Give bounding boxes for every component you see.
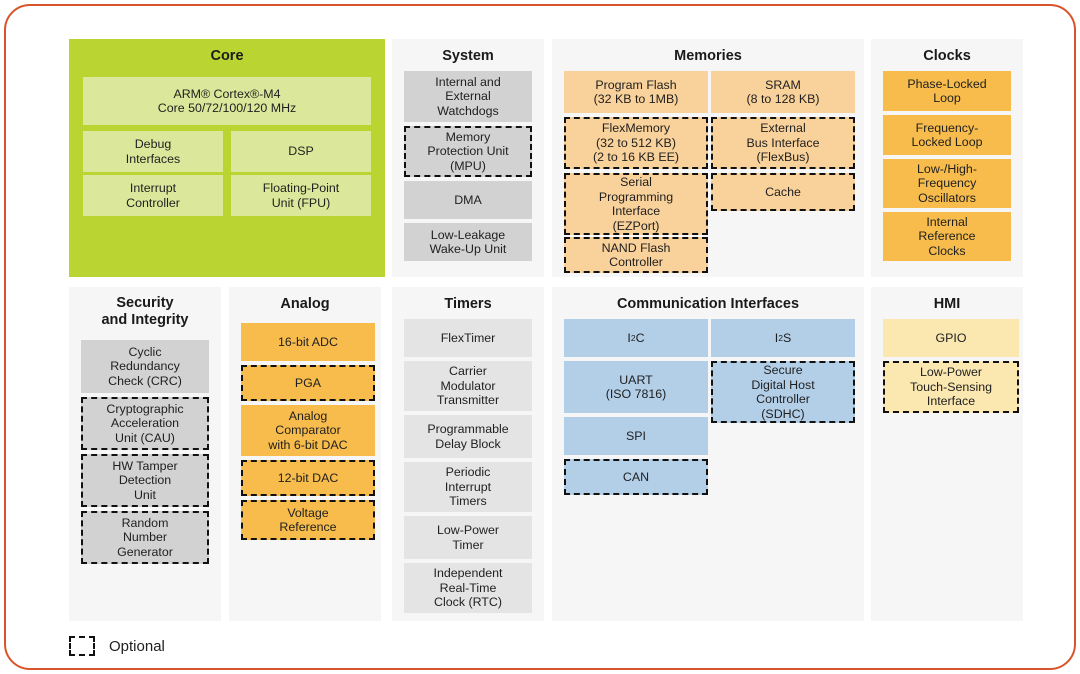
- clocks-block-internal-reference-clocks: Internal Reference Clocks: [883, 212, 1011, 261]
- core-block-debug-interfaces: Debug Interfaces: [83, 131, 223, 172]
- timers-block-flextimer: FlexTimer: [404, 319, 532, 357]
- analog-block-pga: PGA: [241, 365, 375, 401]
- memories-block-sram: SRAM (8 to 128 KB): [711, 71, 855, 113]
- analog-block-12-bit-dac: 12-bit DAC: [241, 460, 375, 496]
- core-block-arm-cortex-m4: ARM® Cortex®-M4 Core 50/72/100/120 MHz: [83, 77, 371, 125]
- timers-block-low-power-timer: Low-Power Timer: [404, 516, 532, 559]
- panel-analog: Analog 16-bit ADC PGA Analog Comparator …: [229, 287, 381, 621]
- memories-block-serial-programming-interface: Serial Programming Interface (EZPort): [564, 173, 708, 235]
- clocks-block-phase-locked-loop: Phase-Locked Loop: [883, 71, 1011, 111]
- panel-hmi: HMI GPIO Low-Power Touch-Sensing Interfa…: [871, 287, 1023, 621]
- analog-block-voltage-reference: Voltage Reference: [241, 500, 375, 540]
- legend-optional-label: Optional: [109, 637, 165, 655]
- block-diagram: Core ARM® Cortex®-M4 Core 50/72/100/120 …: [65, 35, 1023, 625]
- memories-block-program-flash: Program Flash (32 KB to 1MB): [564, 71, 708, 113]
- security-block-random-number-generator: Random Number Generator: [81, 511, 209, 564]
- clocks-block-frequency-locked-loop: Frequency- Locked Loop: [883, 115, 1011, 155]
- legend: Optional: [69, 636, 165, 656]
- core-block-interrupt-controller: Interrupt Controller: [83, 175, 223, 216]
- core-block-floating-point-unit: Floating-Point Unit (FPU): [231, 175, 371, 216]
- analog-block-analog-comparator: Analog Comparator with 6-bit DAC: [241, 405, 375, 456]
- memories-block-cache: Cache: [711, 173, 855, 211]
- panel-system: System Internal and External Watchdogs M…: [392, 39, 544, 277]
- comms-block-uart: UART (ISO 7816): [564, 361, 708, 413]
- panel-security-and-integrity: Security and Integrity Cyclic Redundancy…: [69, 287, 221, 621]
- timers-block-programmable-delay-block: Programmable Delay Block: [404, 415, 532, 458]
- panel-memories-title: Memories: [674, 48, 742, 64]
- comms-block-can: CAN: [564, 459, 708, 495]
- security-block-hw-tamper-detection-unit: HW Tamper Detection Unit: [81, 454, 209, 507]
- memories-block-external-bus-interface: External Bus Interface (FlexBus): [711, 117, 855, 169]
- security-block-crc: Cyclic Redundancy Check (CRC): [81, 340, 209, 393]
- security-block-cau: Cryptographic Acceleration Unit (CAU): [81, 397, 209, 450]
- comms-block-spi: SPI: [564, 417, 708, 455]
- memories-block-nand-flash-controller: NAND Flash Controller: [564, 237, 708, 273]
- analog-block-16-bit-adc: 16-bit ADC: [241, 323, 375, 361]
- panel-clocks: Clocks Phase-Locked Loop Frequency- Lock…: [871, 39, 1023, 277]
- panel-timers: Timers FlexTimer Carrier Modulator Trans…: [392, 287, 544, 621]
- panel-clocks-title: Clocks: [923, 48, 971, 64]
- panel-system-title: System: [442, 48, 494, 64]
- timers-block-periodic-interrupt-timers: Periodic Interrupt Timers: [404, 462, 532, 512]
- system-block-watchdogs: Internal and External Watchdogs: [404, 71, 532, 122]
- clocks-block-oscillators: Low-/High- Frequency Oscillators: [883, 159, 1011, 208]
- system-block-dma: DMA: [404, 181, 532, 219]
- core-block-dsp: DSP: [231, 131, 371, 172]
- diagram-frame: Core ARM® Cortex®-M4 Core 50/72/100/120 …: [4, 4, 1076, 670]
- panel-timers-title: Timers: [444, 296, 492, 312]
- system-block-memory-protection-unit: Memory Protection Unit (MPU): [404, 126, 532, 177]
- memories-block-flexmemory: FlexMemory (32 to 512 KB) (2 to 16 KB EE…: [564, 117, 708, 169]
- panel-memories: Memories Program Flash (32 KB to 1MB) Fl…: [552, 39, 864, 277]
- optional-swatch-icon: [69, 636, 95, 656]
- panel-core: Core ARM® Cortex®-M4 Core 50/72/100/120 …: [69, 39, 385, 277]
- panel-analog-title: Analog: [280, 296, 330, 312]
- comms-block-sdhc: Secure Digital Host Controller (SDHC): [711, 361, 855, 423]
- hmi-block-low-power-touch-sensing-interface: Low-Power Touch-Sensing Interface: [883, 361, 1019, 413]
- panel-hmi-title: HMI: [933, 296, 961, 312]
- timers-block-carrier-modulator-transmitter: Carrier Modulator Transmitter: [404, 361, 532, 411]
- timers-block-independent-rtc: Independent Real-Time Clock (RTC): [404, 563, 532, 613]
- hmi-block-gpio: GPIO: [883, 319, 1019, 357]
- panel-core-title: Core: [210, 48, 244, 64]
- panel-security-title: Security and Integrity: [101, 295, 189, 329]
- panel-comms-title: Communication Interfaces: [616, 296, 800, 312]
- system-block-low-leakage-wakeup-unit: Low-Leakage Wake-Up Unit: [404, 223, 532, 261]
